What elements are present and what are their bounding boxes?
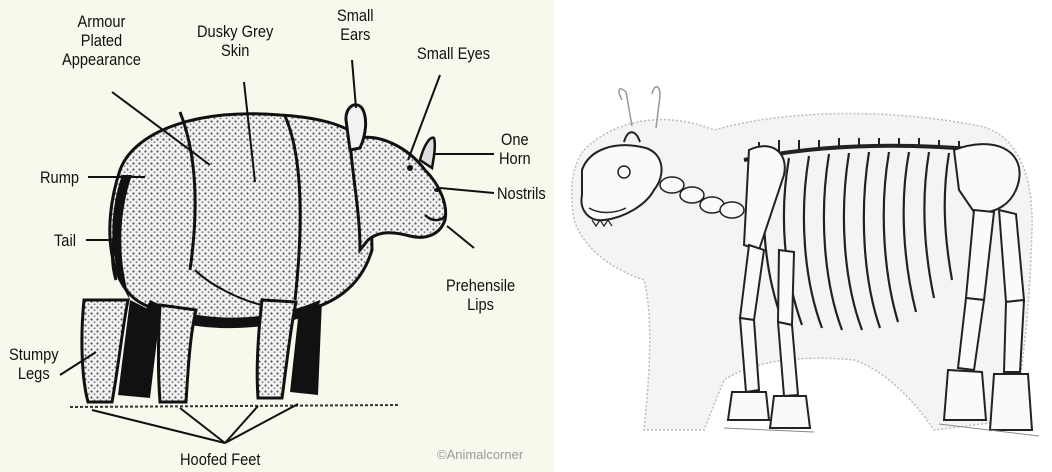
rhino-anatomy-panel: Armour Plated Appearance Dusky Grey Skin… [0,0,554,472]
label-line: Dusky Grey [197,22,273,41]
label-nostrils: Nostrils [497,184,546,203]
label-line: Plated [62,31,141,50]
label-tail: Tail [54,231,76,250]
credit-text: ©Animalcorner [437,447,523,462]
label-line: Appearance [62,50,141,69]
label-stumpy-legs: Stumpy Legs [9,345,59,383]
label-line: Prehensile [446,276,515,295]
label-hoofed-feet: Hoofed Feet [180,450,260,469]
label-one-horn: One Horn [499,130,531,168]
label-small-eyes: Small Eyes [417,44,490,63]
label-line: Ears [337,25,374,44]
label-line: Skin [197,41,273,60]
label-line: Lips [446,295,515,314]
label-dusky-grey-skin: Dusky Grey Skin [197,22,273,60]
label-prehensile-lips: Prehensile Lips [446,276,515,314]
label-line: One [499,130,531,149]
rhino-skeleton-panel [554,0,1052,472]
label-armour-plated-appearance: Armour Plated Appearance [62,12,141,69]
label-line: Armour [62,12,141,31]
label-small-ears: Small Ears [337,6,374,44]
label-rump: Rump [40,168,79,187]
rhino-skeleton-illustration [554,0,1052,472]
label-line: Small [337,6,374,25]
label-line: Legs [9,364,59,383]
rhino-illustration [0,0,554,472]
label-line: Horn [499,149,531,168]
label-line: Stumpy [9,345,59,364]
